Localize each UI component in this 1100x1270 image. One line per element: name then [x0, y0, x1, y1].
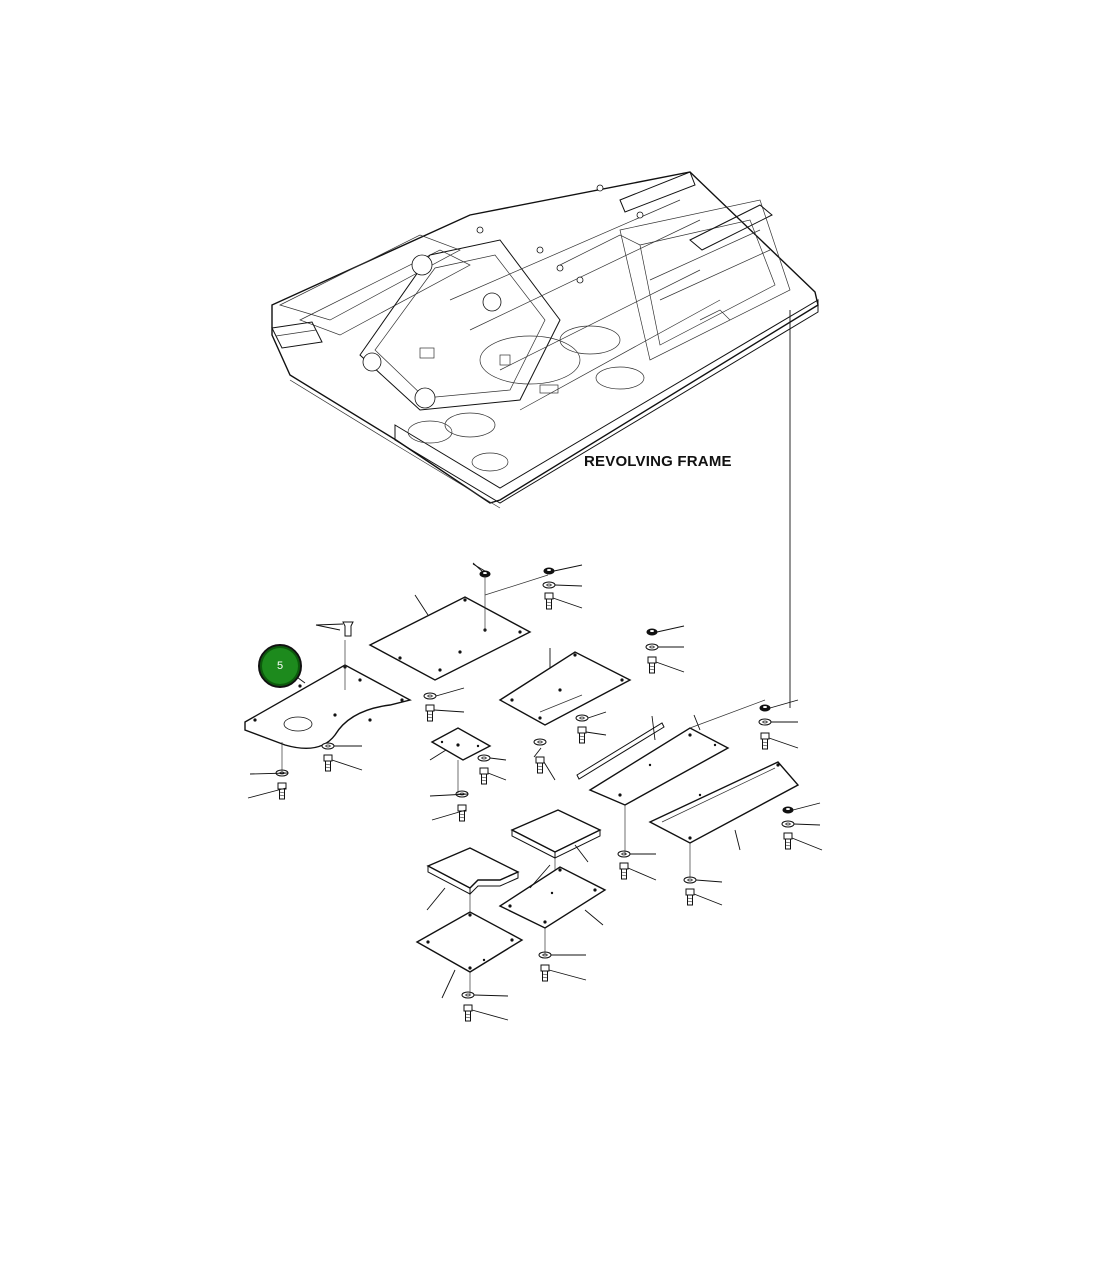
plate-small-square	[430, 727, 492, 761]
leader-lines	[289, 562, 741, 999]
bolt-head	[535, 756, 545, 764]
bolt-shank	[279, 788, 285, 800]
bolt-shank	[542, 970, 548, 982]
bolt-leader	[543, 761, 556, 781]
bolt-leader	[791, 837, 823, 851]
plate-bottom	[415, 911, 524, 973]
bolt-leader	[768, 737, 799, 749]
bolt-head	[323, 754, 333, 762]
plate-top-large	[368, 596, 532, 681]
bolt-head	[685, 888, 695, 896]
bolt-shank	[579, 732, 585, 744]
bolt-leader	[433, 709, 465, 713]
bolt-leader	[487, 772, 507, 781]
bolt-head	[479, 767, 489, 775]
plate-left-item-5	[244, 664, 412, 749]
bolt-leader	[331, 759, 363, 771]
bolt-shank	[621, 868, 627, 880]
bolt-shank	[465, 1010, 471, 1022]
bolt-shank	[427, 710, 433, 722]
bolt-head	[647, 656, 657, 664]
plate-narrow-right	[648, 761, 800, 844]
bolt-shank	[785, 838, 791, 850]
revolving-frame-label: REVOLVING FRAME	[584, 453, 732, 470]
bolt-shank	[459, 810, 465, 822]
bolt-leader	[693, 893, 723, 906]
mounting-pin	[342, 621, 354, 637]
washer-leader	[554, 584, 583, 587]
plate-mid-lower	[498, 866, 607, 929]
bolt-head	[783, 832, 793, 840]
washer-leader	[695, 879, 723, 883]
fasteners	[247, 563, 823, 1022]
bolt-shank	[537, 762, 543, 774]
bolt-head	[544, 592, 554, 600]
bolt-head	[463, 1004, 473, 1012]
washer-leader	[587, 711, 607, 719]
cushion-pad-lower	[426, 847, 520, 896]
cushion-pad-upper	[510, 809, 602, 859]
callout-number: 5	[276, 660, 284, 672]
bolt-head	[425, 704, 435, 712]
bolt-shank	[481, 773, 487, 785]
bolt-shank	[687, 894, 693, 906]
plate-long-right	[576, 722, 730, 806]
bolt-head	[540, 964, 550, 972]
washer-leader	[489, 757, 507, 761]
washer-leader	[435, 687, 465, 697]
revolving-frame-drawing	[271, 171, 819, 509]
callout-badge-item-5[interactable]: 5	[258, 644, 302, 688]
bolt-head	[619, 862, 629, 870]
bolt-leader	[431, 809, 467, 821]
bolt-leader	[627, 867, 657, 881]
nut-leader	[656, 625, 685, 633]
bolt-shank	[325, 760, 331, 772]
bolt-leader	[585, 731, 607, 736]
plate-angled-center	[498, 651, 632, 726]
bolt-leader	[655, 661, 685, 673]
bolt-shank	[649, 662, 655, 674]
nut-leader	[553, 564, 583, 572]
bolt-leader	[471, 1009, 509, 1021]
bolt-leader	[548, 969, 587, 981]
nut-leader	[792, 802, 821, 811]
assembly-centerlines	[281, 574, 766, 995]
bolt-leader	[552, 597, 583, 609]
bolt-shank	[546, 598, 552, 610]
nut-leader	[769, 699, 799, 709]
bolt-head	[577, 726, 587, 734]
washer-leader	[249, 772, 289, 775]
bolt-head	[760, 732, 770, 740]
bolt-leader	[247, 787, 287, 799]
bolt-shank	[762, 738, 768, 750]
pin-leader	[315, 623, 344, 626]
washer-leader	[473, 994, 509, 997]
washer-leader	[429, 793, 469, 797]
washer-leader	[793, 823, 821, 826]
